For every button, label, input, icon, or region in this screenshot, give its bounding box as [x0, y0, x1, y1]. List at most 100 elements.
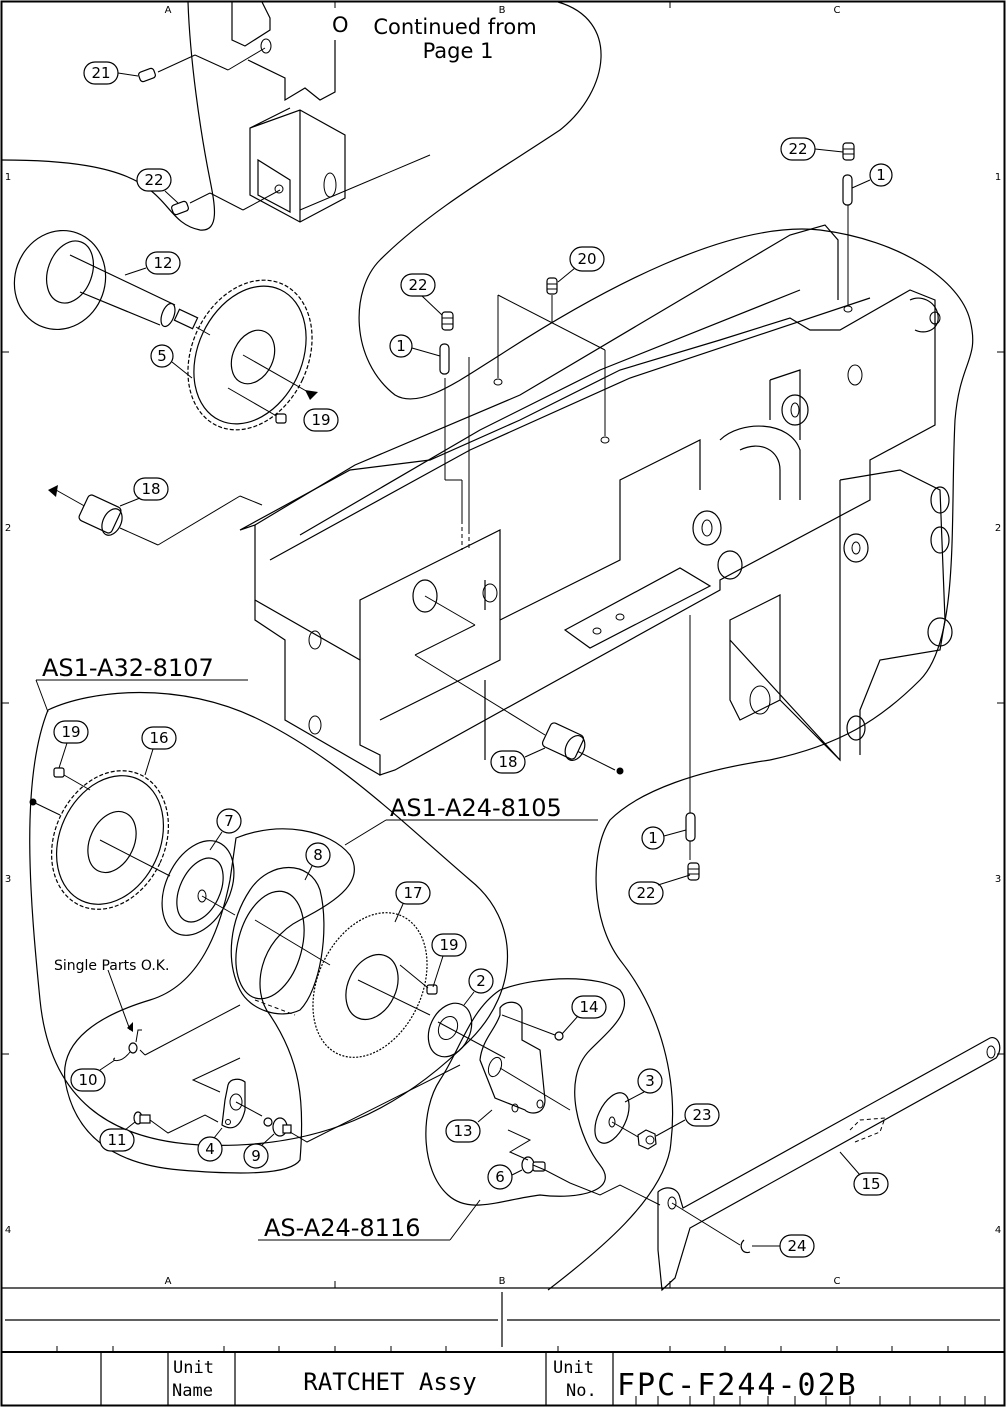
balloon-17: 17 — [395, 882, 430, 922]
svg-text:22: 22 — [636, 884, 655, 902]
unit-no-label-line2: No. — [566, 1381, 597, 1401]
balloon-3: 3 — [625, 1069, 662, 1102]
assembly-label-a32-8107: AS1-A32-8107 — [42, 654, 214, 682]
svg-text:3: 3 — [645, 1072, 655, 1090]
assembly-label-a24-8105: AS1-A24-8105 — [390, 794, 562, 822]
balloon-15: 15 — [840, 1152, 888, 1195]
zone-row-2-right: 2 — [995, 523, 1001, 534]
balloon-1-c: 1 — [642, 827, 686, 849]
plate-8 — [225, 868, 330, 1016]
zone-ticks — [2, 2, 1004, 1288]
svg-text:7: 7 — [224, 812, 234, 830]
balloon-1-a: 1 — [390, 335, 440, 357]
svg-text:19: 19 — [311, 411, 330, 429]
svg-text:23: 23 — [692, 1106, 711, 1124]
svg-text:16: 16 — [149, 729, 168, 747]
screw-9 — [264, 1065, 460, 1142]
main-frame — [240, 225, 952, 775]
balloon-12: 12 — [125, 252, 180, 275]
set-screw-22-top-right — [843, 143, 854, 160]
unit-no-label-line1: Unit — [553, 1358, 594, 1378]
balloon-21: 21 — [84, 62, 138, 84]
balloon-7: 7 — [210, 809, 241, 850]
svg-text:2: 2 — [476, 972, 486, 990]
set-screw-22-mid — [442, 312, 453, 330]
zone-row-1-left: 1 — [5, 172, 11, 183]
svg-text:24: 24 — [787, 1237, 806, 1255]
assembly-label-a24-8116: AS-A24-8116 — [264, 1214, 420, 1242]
svg-text:18: 18 — [141, 480, 160, 498]
balloon-18-b: 18 — [491, 748, 545, 773]
e-ring-24 — [741, 1240, 750, 1253]
balloon-4: 4 — [198, 1128, 222, 1161]
zone-col-b-bottom: B — [499, 1276, 506, 1287]
balloon-19-b: 19 — [54, 721, 88, 768]
balloon-14: 14 — [562, 996, 606, 1034]
svg-text:10: 10 — [78, 1071, 97, 1089]
continued-note-line1: Continued from — [373, 15, 536, 39]
washer-3 — [588, 1088, 640, 1149]
balloon-23: 23 — [656, 1104, 719, 1136]
bushing-18-mid — [541, 722, 588, 764]
svg-text:22: 22 — [788, 140, 807, 158]
zone-row-3-left: 3 — [5, 874, 11, 885]
set-screw-22-lower — [688, 863, 699, 880]
zone-col-a-top: A — [165, 5, 172, 16]
zone-row-4-left: 4 — [5, 1225, 11, 1236]
svg-text:1: 1 — [396, 337, 406, 355]
balloon-9: 9 — [244, 1134, 274, 1168]
balloon-13: 13 — [446, 1110, 492, 1142]
pin-1-upper-left — [440, 344, 449, 374]
top-block-part — [232, 2, 345, 222]
zone-row-4-right: 4 — [995, 1225, 1001, 1236]
svg-text:22: 22 — [144, 171, 163, 189]
svg-text:13: 13 — [453, 1122, 472, 1140]
balloon-16: 16 — [142, 727, 176, 775]
balloon-5: 5 — [151, 345, 192, 378]
svg-text:14: 14 — [579, 998, 598, 1016]
zone-row-2-left: 2 — [5, 523, 11, 534]
balloon-24: 24 — [752, 1235, 814, 1257]
nut-23 — [638, 1130, 656, 1149]
svg-text:19: 19 — [439, 936, 458, 954]
spring-10 — [108, 970, 240, 1061]
set-screw-20 — [547, 278, 557, 294]
balloon-10: 10 — [71, 1060, 115, 1091]
svg-text:20: 20 — [577, 250, 596, 268]
continued-note-line2: Page 1 — [423, 39, 494, 63]
pawl-4 — [193, 1058, 262, 1128]
pin-11 — [134, 1112, 218, 1133]
zone-row-3-right: 3 — [995, 874, 1001, 885]
balloon-1-b: 1 — [852, 164, 892, 188]
balloon-19-a: 19 — [304, 409, 338, 431]
balloon-22-d: 22 — [629, 875, 690, 904]
svg-text:19: 19 — [61, 723, 80, 741]
shaft-12 — [1, 218, 210, 343]
svg-text:1: 1 — [876, 166, 886, 184]
break-outline-upper-right — [359, 2, 973, 760]
unit-name-label-line2: Name — [172, 1381, 213, 1401]
break-outline-top-left — [2, 2, 214, 230]
title-block: Unit Name RATCHET Assy Unit No. FPC-F244… — [2, 1288, 1004, 1405]
single-parts-note: Single Parts O.K. — [54, 958, 169, 974]
zone-col-c-bottom: C — [834, 1276, 841, 1287]
svg-text:8: 8 — [313, 846, 323, 864]
unit-no-value: FPC-F244-02B — [617, 1368, 858, 1403]
circle-o-mark: O — [332, 13, 349, 37]
svg-text:9: 9 — [251, 1147, 261, 1165]
lever-15 — [658, 1038, 1000, 1290]
svg-text:17: 17 — [403, 884, 422, 902]
zone-row-1-right: 1 — [995, 172, 1001, 183]
svg-text:4: 4 — [205, 1140, 215, 1158]
balloon-6: 6 — [488, 1165, 522, 1189]
svg-text:1: 1 — [648, 829, 658, 847]
set-screw-21 — [138, 48, 265, 82]
zone-col-a-bottom: A — [165, 1276, 172, 1287]
pin-1-lower — [686, 813, 695, 841]
svg-text:6: 6 — [495, 1168, 505, 1186]
balloon-22-b: 22 — [401, 274, 442, 315]
balloon-22-c: 22 — [781, 138, 843, 160]
svg-text:15: 15 — [861, 1175, 880, 1193]
